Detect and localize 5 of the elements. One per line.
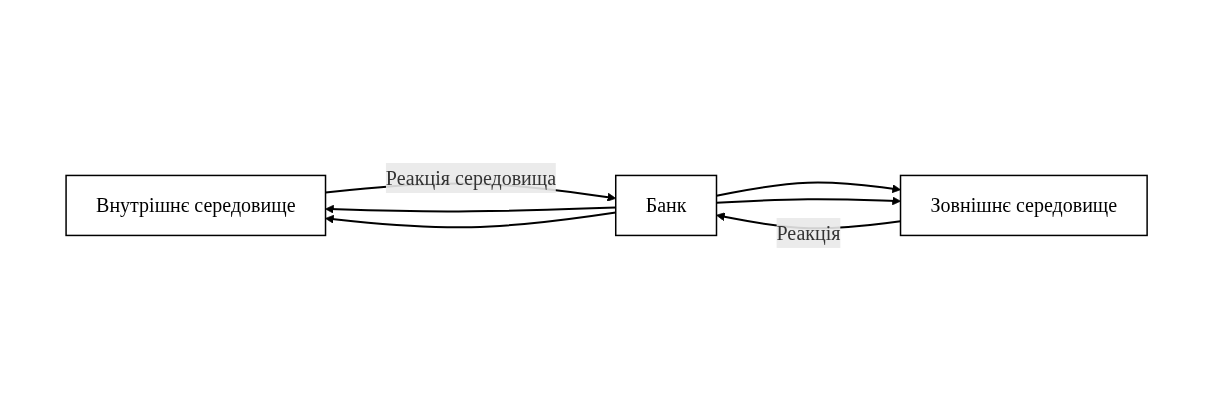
node-box: Банк [614,174,718,236]
node-box: Зовнішнє середовище [899,174,1148,236]
edge-label: Реакція [776,221,841,244]
node-box: Внутрішнє середовище [65,174,327,236]
edge-label: Реакція середовища [385,166,556,189]
